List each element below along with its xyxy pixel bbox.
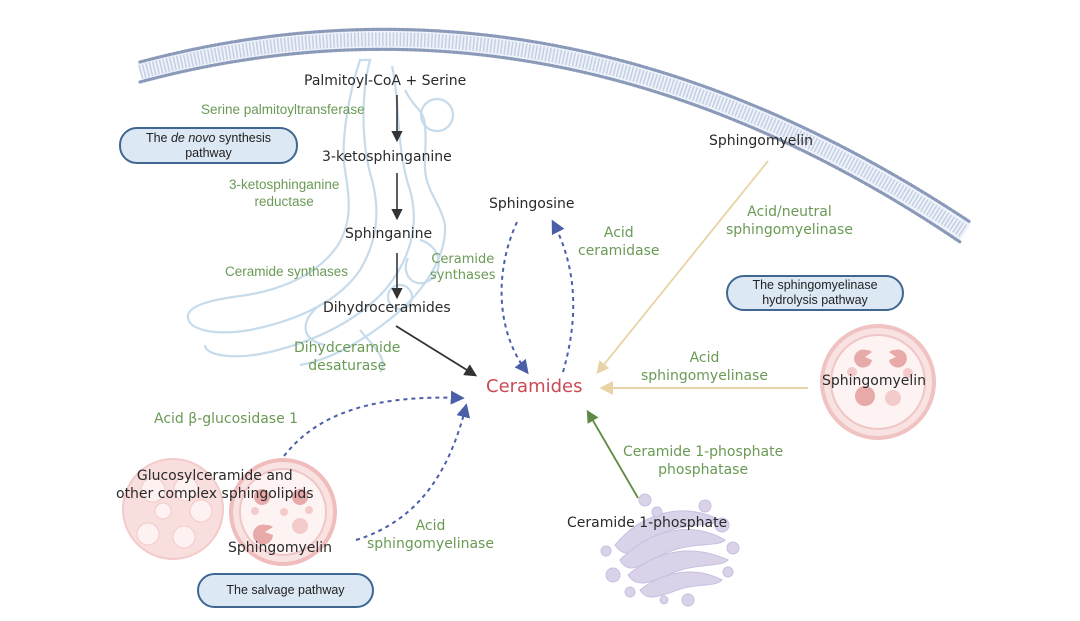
arrow-ceramides-to-sphingosine <box>551 219 575 373</box>
arrow-salvage-sphingomyelin-to-ceramides <box>355 403 471 541</box>
label-line: Ceramide 1-phosphate <box>623 444 784 460</box>
complex-sphingolipid-vesicle-icon <box>122 458 224 560</box>
glucosylceramide-label: Glucosylceramide and other complex sphin… <box>116 468 314 503</box>
ceramide-synthases-label: Ceramide synthases <box>225 264 349 279</box>
salvage-sphingomyelin-label: Sphingomyelin <box>228 540 333 556</box>
dihydroceramide-desaturase-label: Dihydceramide desaturase <box>294 340 400 375</box>
ketosphinganine-reductase-label: 3-ketosphinganine reductase <box>229 177 339 211</box>
pill-text: The <box>145 130 171 145</box>
label-line: sphingomyelinase <box>367 535 494 552</box>
membrane-sphingomyelin-label: Sphingomyelin <box>709 133 814 149</box>
endoplasmic-reticulum-icon <box>186 58 455 373</box>
serine-palmitoyltransferase-label: Serine palmitoyltransferase <box>201 102 365 117</box>
dihydroceramides-label: Dihydroceramides <box>323 300 451 316</box>
acid-sphingomyelinase-label: Acid sphingomyelinase <box>641 350 768 385</box>
arrow-dihydroceramides-to-ceramides <box>395 325 478 377</box>
sphinganine-label: Sphinganine <box>345 226 433 242</box>
palmitoyl-coa-serine-label: Palmitoyl-CoA + Serine <box>304 73 467 89</box>
c1p-phosphatase-label: Ceramide 1-phosphate phosphatase <box>623 444 783 479</box>
ceramides-label: Ceramides <box>486 376 583 397</box>
arrow-membrane-sphingomyelin-to-ceramides <box>596 160 769 374</box>
label-line: Dihydceramide <box>294 340 401 356</box>
label-line: synthases <box>430 268 496 284</box>
arrow-complex-sphingolipids-to-ceramides <box>283 390 465 457</box>
label-line: Acid <box>603 225 634 241</box>
label-line: Acid <box>689 350 720 366</box>
label-line: ceramidase <box>578 242 660 259</box>
label-line: Ceramide <box>431 252 495 267</box>
de-novo-pathway-badge: The de novo synthesis pathway <box>119 127 298 164</box>
salvage-lysosome-icon <box>229 458 337 566</box>
arrow-sphingosine-to-ceramides <box>500 221 529 375</box>
label-line: 3-ketosphinganine <box>229 177 340 192</box>
ceramide-1-phosphate-label: Ceramide 1-phosphate <box>567 515 728 531</box>
sphingomyelinase-pathway-badge: The sphingomyelinase hydrolysis pathway <box>726 275 904 311</box>
label-line: phosphatase <box>658 461 749 478</box>
golgi-apparatus-icon <box>600 493 740 607</box>
label-line: reductase <box>254 193 314 209</box>
label-line: other complex sphingolipids <box>116 485 314 502</box>
ketosphinganine-label: 3-ketosphinganine <box>322 149 452 165</box>
pill-text: The sphingomyelinase <box>752 278 878 292</box>
label-line: Acid <box>415 518 446 534</box>
label-line: desaturase <box>308 357 387 374</box>
salvage-pathway-badge: The salvage pathway <box>197 573 374 608</box>
pill-text: The salvage pathway <box>226 583 345 597</box>
acid-ceramidase-label: Acid ceramidase <box>578 225 660 260</box>
cell-membrane <box>137 27 972 244</box>
acid-neutral-sphingomyelinase-label: Acid/neutral sphingomyelinase <box>726 204 853 239</box>
pill-text: pathway <box>185 145 232 160</box>
acid-beta-glucosidase-label: Acid β-glucosidase 1 <box>154 411 299 427</box>
lysosome-sphingomyelin-label: Sphingomyelin <box>822 373 927 389</box>
label-line: Acid/neutral <box>747 204 832 220</box>
label-line: sphingomyelinase <box>726 221 853 238</box>
salvage-acid-sphingomyelinase-label: Acid sphingomyelinase <box>367 518 494 553</box>
lysosome-icon <box>820 324 936 440</box>
label-line: Glucosylceramide and <box>136 468 293 484</box>
arrow-c1p-to-ceramides <box>586 409 639 499</box>
pill-text: synthesis <box>215 130 272 145</box>
sphingosine-label: Sphingosine <box>489 196 575 212</box>
ceramide-synthases-salvage-label: Ceramide synthases <box>430 252 496 285</box>
pill-italic-text: de novo <box>170 130 216 145</box>
label-line: sphingomyelinase <box>641 367 768 384</box>
pill-text: hydrolysis pathway <box>762 293 868 307</box>
